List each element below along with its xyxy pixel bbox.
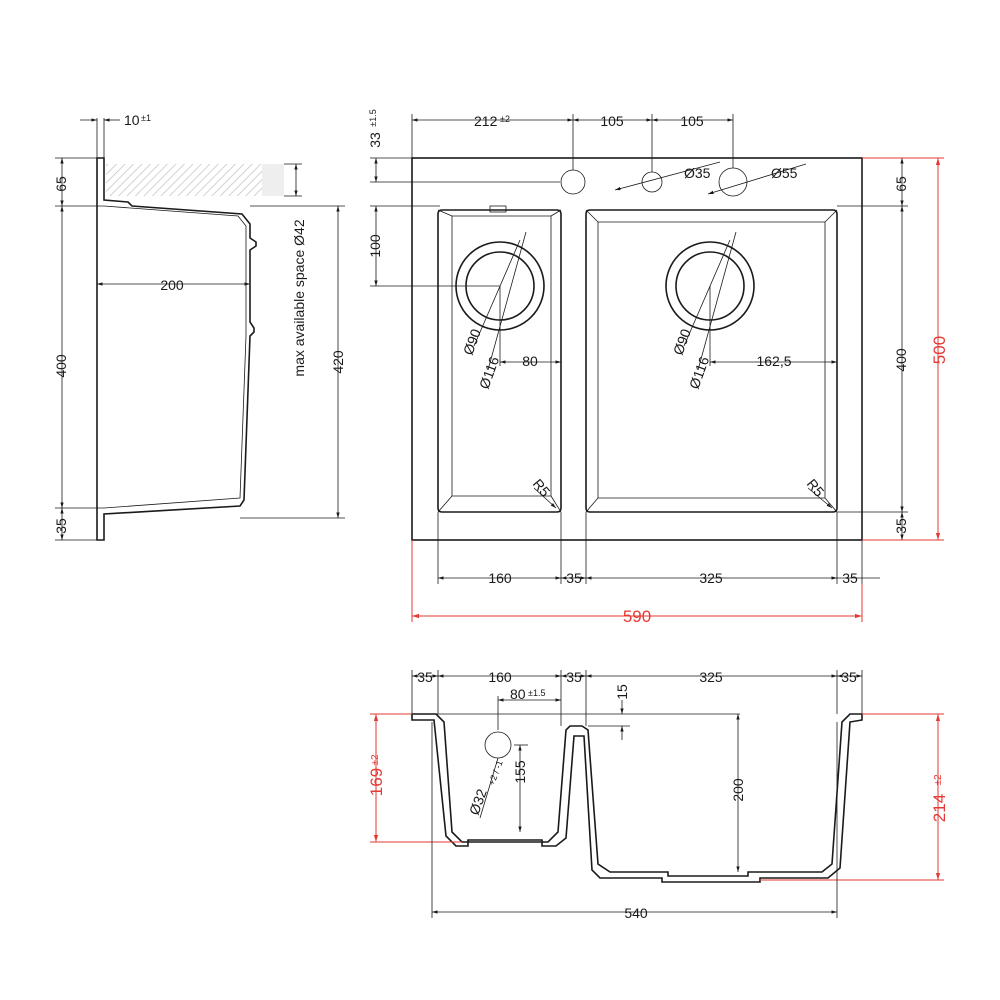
section-drain-hole <box>484 731 512 759</box>
side-view: 10 ±1 65 400 35 200 max available space … <box>53 112 346 541</box>
right-bowl-width-label: 325 <box>699 570 723 586</box>
right-top-label: 65 <box>893 176 909 192</box>
left-depth-label: 155 <box>512 760 528 784</box>
wall-thickness-label: 10 <box>124 112 140 128</box>
right-bottom-label: 35 <box>893 518 909 534</box>
section-right-rim-label: 35 <box>841 669 857 685</box>
basin-height-label: 400 <box>53 354 69 378</box>
left-height-label: 169 <box>367 768 386 796</box>
drain-dia-tol: +2 / -1 <box>486 759 504 787</box>
right-bowl <box>585 209 838 513</box>
bottom-width-label: 540 <box>624 905 648 921</box>
section-profile <box>411 713 863 883</box>
right-drain-inner-label: Ø90 <box>670 326 694 357</box>
available-space-area <box>106 164 262 196</box>
available-space-label: max available space Ø42 <box>291 219 307 376</box>
right-height-tol: ±2 <box>933 774 944 785</box>
total-depth-label: 500 <box>930 336 949 364</box>
section-right-bowl-label: 325 <box>699 669 723 685</box>
small-hole-label: Ø35 <box>684 165 711 181</box>
tap-hole-3 <box>718 167 748 197</box>
side-profile-outer <box>96 157 257 541</box>
side-profile-inner <box>103 205 247 509</box>
right-radius-label: R5 <box>804 476 828 500</box>
divider-width-label: 35 <box>566 570 582 586</box>
left-bowl-width-label: 160 <box>488 570 512 586</box>
bottom-height-label: 35 <box>53 518 69 534</box>
tap-spacing-1-label: 105 <box>600 113 624 129</box>
drain-dia-label: Ø32 <box>466 786 490 817</box>
tap-offset-tol: ±2 <box>500 114 510 124</box>
available-space-fade <box>262 164 284 196</box>
section-divider-label: 35 <box>566 669 582 685</box>
right-drain-x-label: 162,5 <box>756 353 791 369</box>
right-rim-width-label: 35 <box>842 570 858 586</box>
section-left-bowl-label: 160 <box>488 669 512 685</box>
top-view: 212 ±2 105 105 33 ±1.5 Ø35 Ø55 100 Ø90 Ø… <box>367 109 949 626</box>
left-drain-x-label: 80 <box>522 353 538 369</box>
section-view: 35 160 35 325 35 80 ±1.5 15 Ø32 +2 / -1 … <box>367 669 949 921</box>
right-basin-label: 400 <box>893 348 909 372</box>
right-height-label: 214 <box>930 794 949 822</box>
edge-offset-label: 33 <box>367 132 383 148</box>
rim-height-label: 65 <box>53 176 69 192</box>
right-depth-label: 200 <box>730 778 746 802</box>
drain-offset-label: 100 <box>367 234 383 258</box>
tap-hole-1 <box>560 169 586 195</box>
total-width-label: 590 <box>623 607 651 626</box>
left-bowl <box>437 209 562 513</box>
drain-pos-label: 80 <box>510 686 526 702</box>
left-height-tol: ±2 <box>370 754 381 765</box>
left-drain-outer-label: Ø116 <box>476 354 502 391</box>
right-drain-outer-label: Ø116 <box>686 354 712 391</box>
overall-height-label: 420 <box>330 350 346 374</box>
tap-offset-label: 212 <box>474 113 498 129</box>
section-left-rim-label: 35 <box>417 669 433 685</box>
large-hole-label: Ø55 <box>771 165 798 181</box>
wall-thickness-tol: ±1 <box>141 113 151 123</box>
sink-outline <box>411 157 863 541</box>
left-drain-inner-label: Ø90 <box>460 326 484 357</box>
edge-offset-tol: ±1.5 <box>368 109 378 126</box>
inner-width-label: 200 <box>160 277 184 293</box>
divider-drop-label: 15 <box>614 684 630 700</box>
drain-pos-tol: ±1.5 <box>528 688 545 698</box>
tap-spacing-2-label: 105 <box>680 113 704 129</box>
